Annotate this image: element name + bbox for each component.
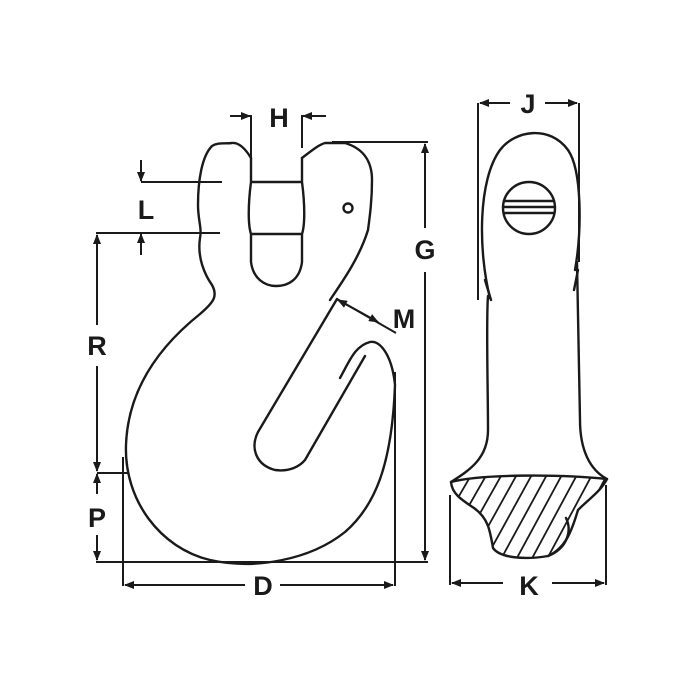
- side-outline: [449, 131, 609, 484]
- hook-outline-left: [124, 141, 397, 565]
- label-R: R: [87, 331, 107, 361]
- hook-inner-slot: [253, 297, 367, 472]
- label-H: H: [269, 103, 289, 133]
- label-P: P: [88, 503, 106, 533]
- front-dimensions: H L G R P D M: [87, 103, 435, 601]
- side-dimensions: J K: [449, 89, 607, 601]
- hook-side-view: [449, 131, 609, 560]
- hook-outline-right: [300, 141, 374, 302]
- pin-hole: [342, 202, 354, 214]
- label-K: K: [519, 571, 539, 601]
- label-D: D: [253, 571, 273, 601]
- hook-front-view: [124, 141, 397, 565]
- clevis-pin-slot: [247, 156, 306, 288]
- label-L: L: [138, 195, 155, 225]
- label-G: G: [414, 235, 435, 265]
- label-J: J: [520, 89, 535, 119]
- label-M: M: [393, 304, 416, 334]
- cross-section-outline: [449, 474, 609, 560]
